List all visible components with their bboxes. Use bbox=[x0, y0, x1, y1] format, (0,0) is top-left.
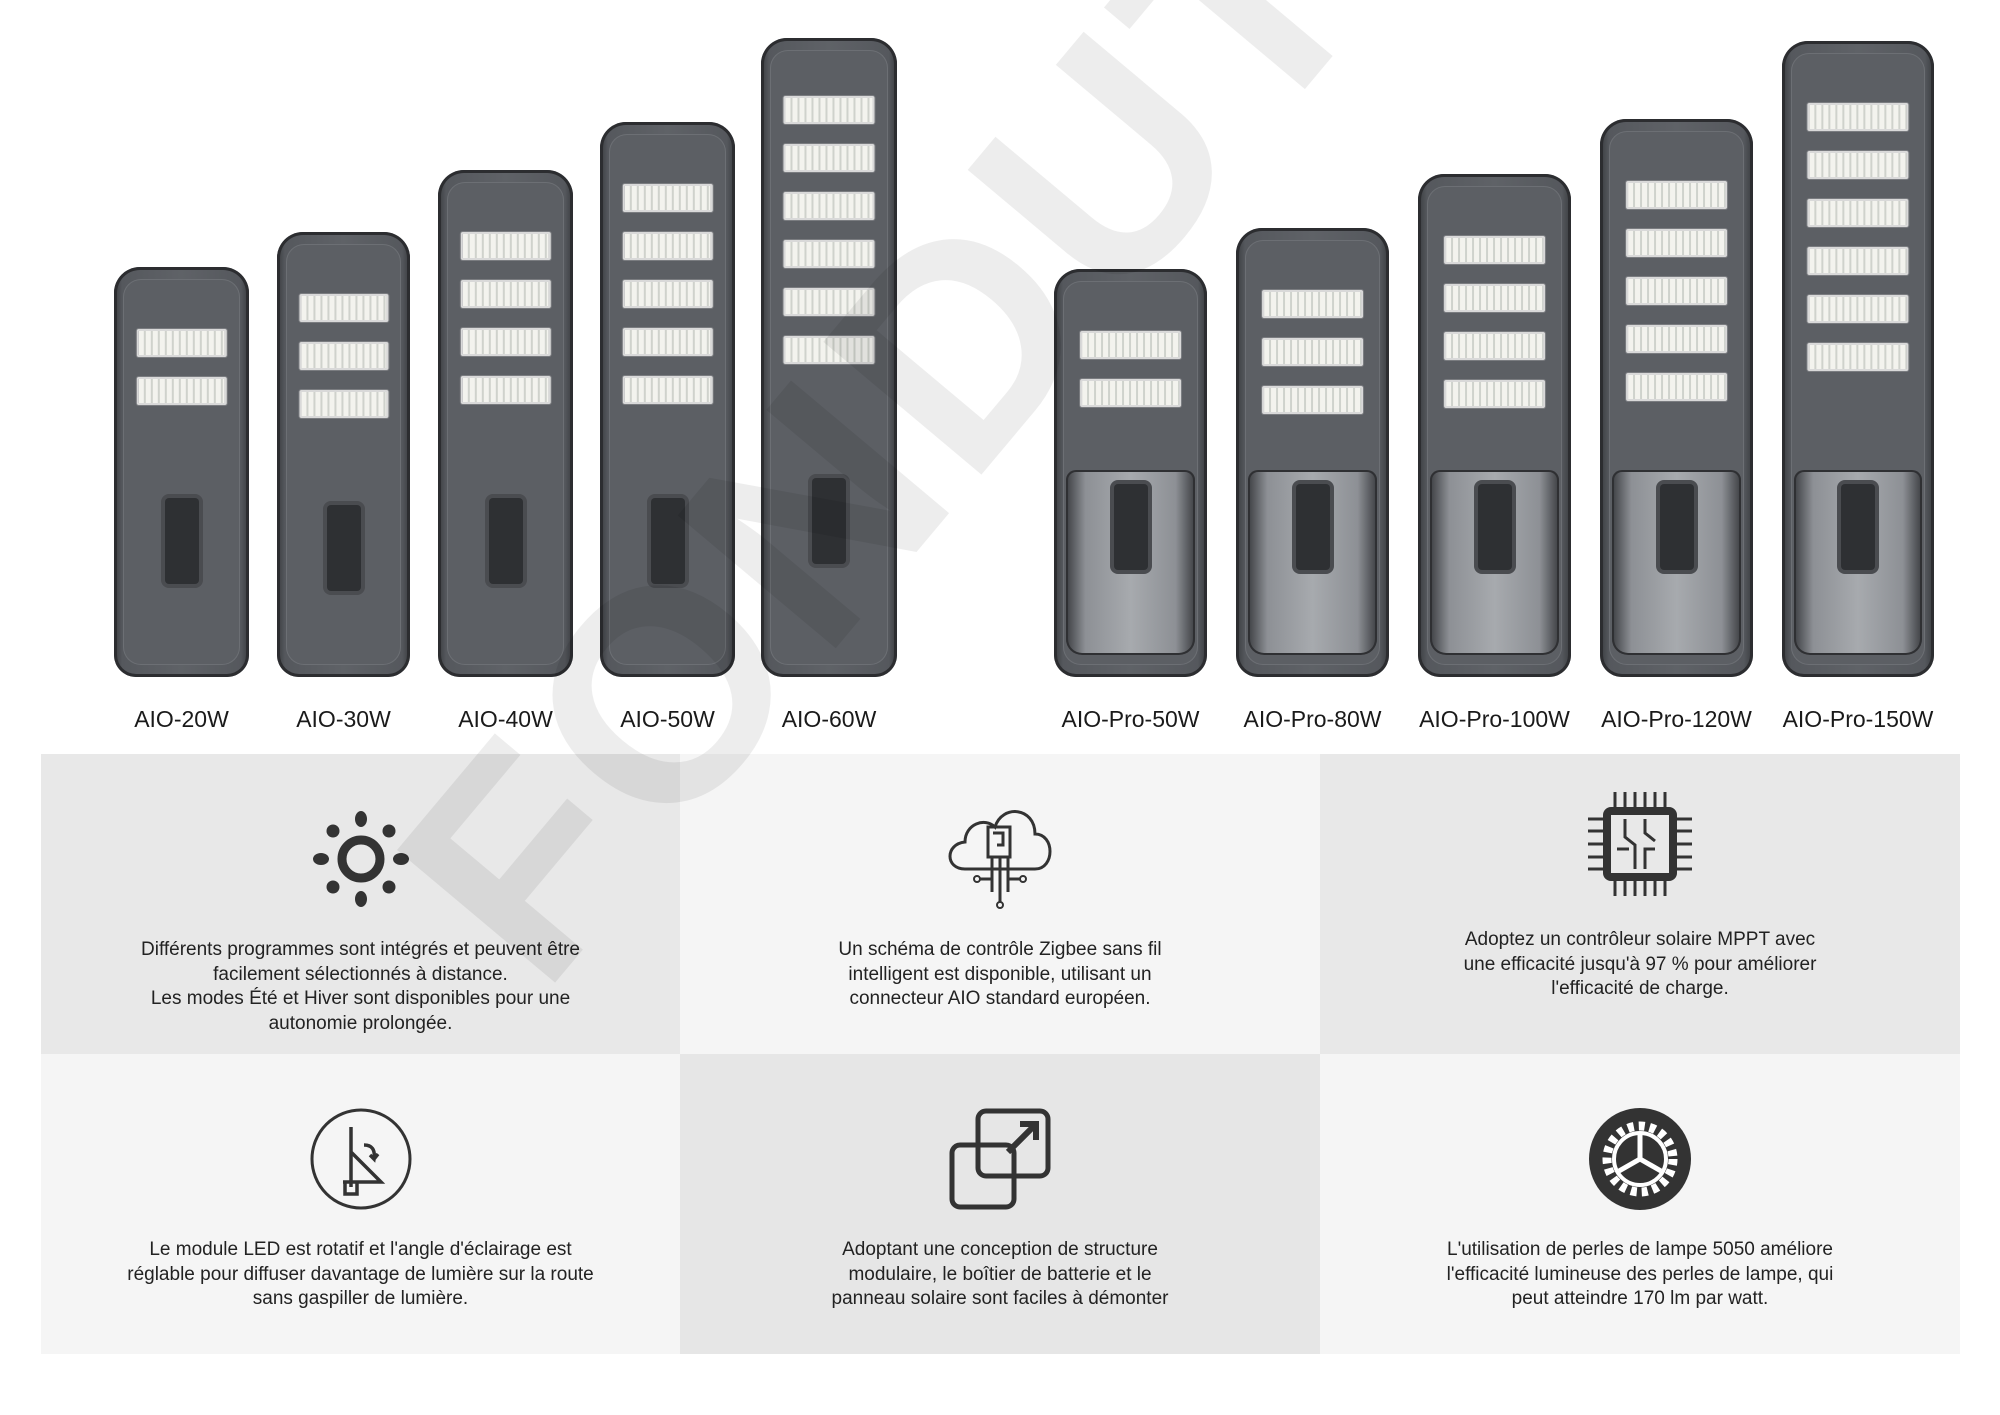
pole-mount bbox=[1841, 484, 1875, 570]
led-module bbox=[622, 280, 713, 308]
lamp-aio-40w bbox=[438, 170, 573, 677]
led-module bbox=[460, 232, 551, 260]
lamp-label: AIO-Pro-100W bbox=[1419, 706, 1570, 732]
feature-rotatable-led: Le module LED est rotatif et l'angle d'é… bbox=[41, 1054, 680, 1354]
feature-text: Différents programmes sont intégrés et p… bbox=[141, 939, 580, 1034]
led-module bbox=[1443, 380, 1546, 408]
feature-text: Un schéma de contrôle Zigbee sans fil in… bbox=[838, 939, 1162, 1009]
lamp-aio-60w bbox=[761, 38, 897, 677]
led-module bbox=[783, 192, 875, 220]
lamp-label: AIO-30W bbox=[296, 706, 391, 732]
feature-text: Adoptant une conception de structure mod… bbox=[831, 1239, 1169, 1309]
led-module bbox=[783, 144, 875, 172]
lamp-aio-pro-120w bbox=[1600, 119, 1753, 677]
led-module bbox=[460, 328, 551, 356]
chip-icon bbox=[1585, 784, 1695, 904]
pole-mount bbox=[1113, 484, 1148, 570]
battery-box bbox=[1066, 470, 1195, 655]
pole-mount bbox=[164, 498, 199, 584]
led-module bbox=[1261, 290, 1364, 318]
led-module bbox=[1079, 331, 1182, 359]
led-module bbox=[1807, 199, 1909, 227]
lamp-label: AIO-50W bbox=[620, 706, 715, 732]
led-module bbox=[1443, 284, 1546, 312]
lamp-aio-30w bbox=[277, 232, 410, 677]
lamp-label: AIO-Pro-80W bbox=[1243, 706, 1382, 732]
lamp-aio-pro-50w bbox=[1054, 269, 1207, 677]
led-module bbox=[298, 342, 389, 370]
lamp-aio-20w bbox=[114, 267, 249, 677]
lamp-aio-pro-80w bbox=[1236, 228, 1389, 677]
led-module bbox=[1443, 236, 1546, 264]
led-module bbox=[1625, 181, 1728, 209]
feature-text: Adoptez un contrôleur solaire MPPT avec … bbox=[1463, 929, 1817, 999]
led-module bbox=[1625, 229, 1728, 257]
gear-icon bbox=[1588, 1104, 1692, 1214]
modular-icon bbox=[948, 1104, 1052, 1214]
led-module bbox=[1261, 338, 1364, 366]
led-module bbox=[783, 336, 875, 364]
led-module bbox=[1443, 332, 1546, 360]
feature-text: L'utilisation de perles de lampe 5050 am… bbox=[1446, 1239, 1834, 1309]
led-module bbox=[622, 232, 713, 260]
led-module bbox=[1807, 103, 1909, 131]
lamp-aio-pro-150w bbox=[1782, 41, 1934, 677]
led-module bbox=[1261, 386, 1364, 414]
led-module bbox=[622, 376, 713, 404]
feature-grid: Différents programmes sont intégrés et p… bbox=[41, 754, 1960, 1354]
lamp-label: AIO-Pro-50W bbox=[1061, 706, 1200, 732]
lamp-label: AIO-Pro-120W bbox=[1601, 706, 1752, 732]
pole-mount bbox=[1659, 484, 1694, 570]
led-module bbox=[460, 280, 551, 308]
led-module bbox=[622, 184, 713, 212]
battery-box bbox=[1430, 470, 1559, 655]
pole-mount bbox=[326, 504, 361, 591]
led-module bbox=[1807, 295, 1909, 323]
pole-mount bbox=[812, 477, 846, 564]
lamp-label: AIO-20W bbox=[134, 706, 229, 732]
led-module bbox=[1807, 343, 1909, 371]
led-module bbox=[460, 376, 551, 404]
lamp-aio-pro-100w bbox=[1418, 174, 1571, 677]
feature-modular: Adoptant une conception de structure mod… bbox=[680, 1054, 1320, 1354]
lamp-label: AIO-40W bbox=[458, 706, 553, 732]
led-module bbox=[783, 288, 875, 316]
pole-mount bbox=[650, 497, 685, 584]
feature-text: Le module LED est rotatif et l'angle d'é… bbox=[127, 1239, 594, 1309]
lamp-label: AIO-Pro-150W bbox=[1782, 706, 1934, 732]
led-module bbox=[136, 329, 227, 357]
lamp-housing bbox=[447, 182, 564, 665]
feature-mppt: Adoptez un contrôleur solaire MPPT avec … bbox=[1320, 754, 1960, 1054]
pole-mount bbox=[488, 497, 523, 584]
led-module bbox=[1625, 325, 1728, 353]
led-module bbox=[1625, 373, 1728, 401]
led-module bbox=[1807, 151, 1909, 179]
sun-icon bbox=[311, 804, 411, 914]
cloud-circuit-icon bbox=[940, 794, 1060, 914]
led-module bbox=[136, 377, 227, 405]
led-module bbox=[1079, 379, 1182, 407]
lamp-aio-50w bbox=[600, 122, 735, 677]
led-module bbox=[298, 390, 389, 418]
pole-mount bbox=[1295, 484, 1330, 570]
rotate-angle-icon bbox=[309, 1104, 413, 1214]
lamp-label: AIO-60W bbox=[781, 706, 877, 732]
feature-5050-beads: L'utilisation de perles de lampe 5050 am… bbox=[1320, 1054, 1960, 1354]
led-module bbox=[1625, 277, 1728, 305]
battery-box bbox=[1612, 470, 1741, 655]
feature-programs: Différents programmes sont intégrés et p… bbox=[41, 754, 680, 1054]
feature-zigbee: Un schéma de contrôle Zigbee sans fil in… bbox=[680, 754, 1320, 1054]
battery-box bbox=[1794, 470, 1922, 655]
pole-mount bbox=[1477, 484, 1512, 570]
led-module bbox=[298, 294, 389, 322]
led-module bbox=[622, 328, 713, 356]
led-module bbox=[1807, 247, 1909, 275]
battery-box bbox=[1248, 470, 1377, 655]
led-module bbox=[783, 240, 875, 268]
led-module bbox=[783, 96, 875, 124]
